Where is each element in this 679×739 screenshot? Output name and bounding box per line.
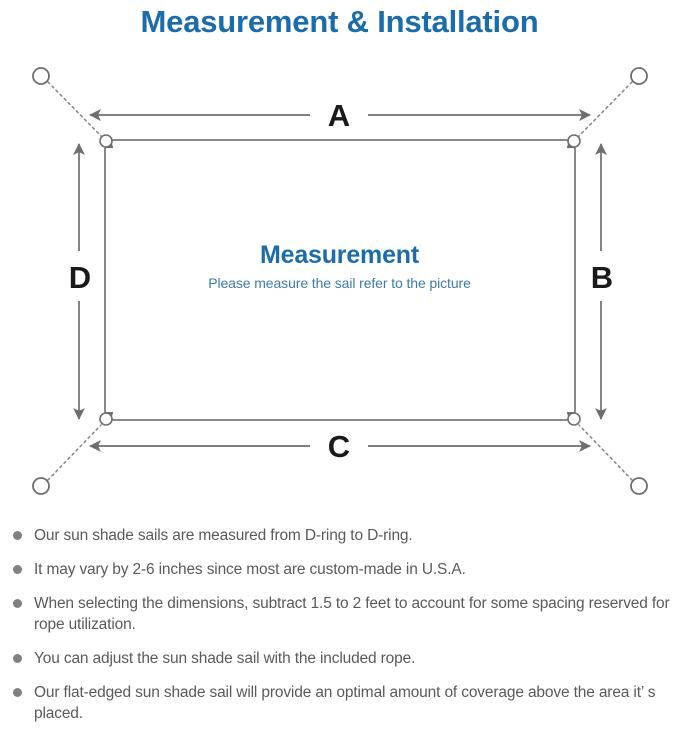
bullet-icon <box>13 688 22 697</box>
d-ring-top-left <box>99 134 113 148</box>
d-rings <box>99 134 581 426</box>
dimension-label-c: C <box>328 429 350 464</box>
dimension-label-a: A <box>328 98 350 133</box>
notes-list: Our sun shade sails are measured from D-… <box>8 525 676 737</box>
list-item: When selecting the dimensions, subtract … <box>8 593 676 635</box>
note-text: You can adjust the sun shade sail with t… <box>34 650 416 667</box>
dimension-arrows <box>73 109 607 452</box>
bullet-icon <box>13 565 22 574</box>
list-item: You can adjust the sun shade sail with t… <box>8 648 676 669</box>
list-item: It may vary by 2-6 inches since most are… <box>8 559 676 580</box>
rope-bottom-left <box>47 424 102 481</box>
page-title: Measurement & Installation <box>140 4 539 39</box>
rope-top-right <box>578 81 633 137</box>
note-text: Our sun shade sails are measured from D-… <box>34 527 413 544</box>
rope-lines <box>47 81 633 481</box>
rope-bottom-right <box>578 424 633 481</box>
anchor-rings <box>32 67 648 495</box>
anchor-bottom-right-icon <box>630 477 648 495</box>
anchor-top-right-icon <box>630 67 648 85</box>
rope-top-left <box>47 81 102 137</box>
measurement-diagram: A C D B <box>0 48 679 513</box>
d-ring-bottom-left <box>99 412 113 426</box>
d-ring-bottom-right <box>567 412 581 426</box>
anchor-bottom-left-icon <box>32 477 50 495</box>
list-item: Our flat-edged sun shade sail will provi… <box>8 682 676 724</box>
sail-body <box>104 139 576 421</box>
bullet-icon <box>13 599 22 608</box>
dimension-label-b: B <box>591 260 613 295</box>
dimension-label-d: D <box>69 260 91 295</box>
bullet-icon <box>13 654 22 663</box>
note-text: Our flat-edged sun shade sail will provi… <box>34 684 656 722</box>
note-text: When selecting the dimensions, subtract … <box>34 595 670 633</box>
list-item: Our sun shade sails are measured from D-… <box>8 525 676 546</box>
d-ring-top-right <box>567 134 581 148</box>
dimension-labels: A C D B <box>69 98 613 464</box>
bullet-icon <box>13 531 22 540</box>
note-text: It may vary by 2-6 inches since most are… <box>34 561 466 578</box>
diagram-svg: A C D B <box>32 67 648 495</box>
anchor-top-left-icon <box>32 67 50 85</box>
